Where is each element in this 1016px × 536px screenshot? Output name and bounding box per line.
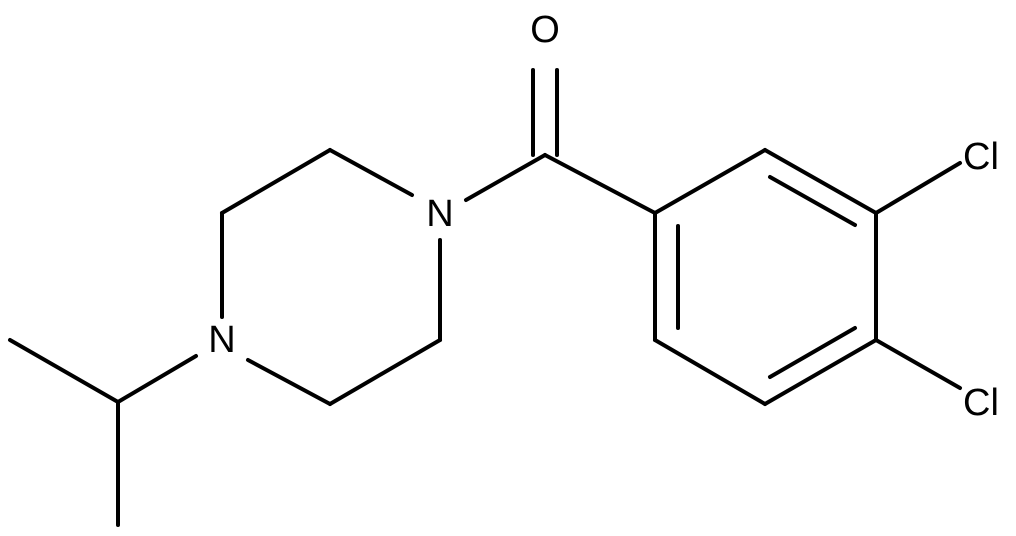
bond-ring-c5-c6 [653, 338, 767, 406]
atom-nitrogen-amide: N [426, 193, 453, 235]
bond-ring-c4-c5-inner [768, 326, 857, 379]
bond-ring-c4-c5 [763, 338, 878, 406]
bond-pip-n1-c2 [328, 148, 414, 197]
bond-pip-c5-c6 [328, 338, 442, 406]
bond-pip-c2-c3 [220, 148, 332, 215]
atom-nitrogen-amine: N [208, 319, 235, 361]
bond-pip-n4-c5 [246, 358, 332, 406]
atom-oxygen: O [530, 9, 560, 51]
bond-ring-cl-meta [874, 161, 962, 215]
bond-carbonyl-n [464, 153, 547, 202]
bond-carbonyl-ring [543, 153, 657, 215]
bond-ring-cl-para [874, 338, 962, 390]
bond-ring-c1-c2 [653, 148, 767, 215]
bond-n-isopropyl [116, 354, 198, 404]
atom-chlorine-meta: Cl [963, 136, 999, 178]
bond-ring-c2-c3 [763, 148, 878, 215]
bond-ring-c2-c3-inner [768, 175, 857, 227]
atom-chlorine-para: Cl [963, 382, 999, 424]
bond-isopropyl-methyl-1 [8, 338, 120, 404]
